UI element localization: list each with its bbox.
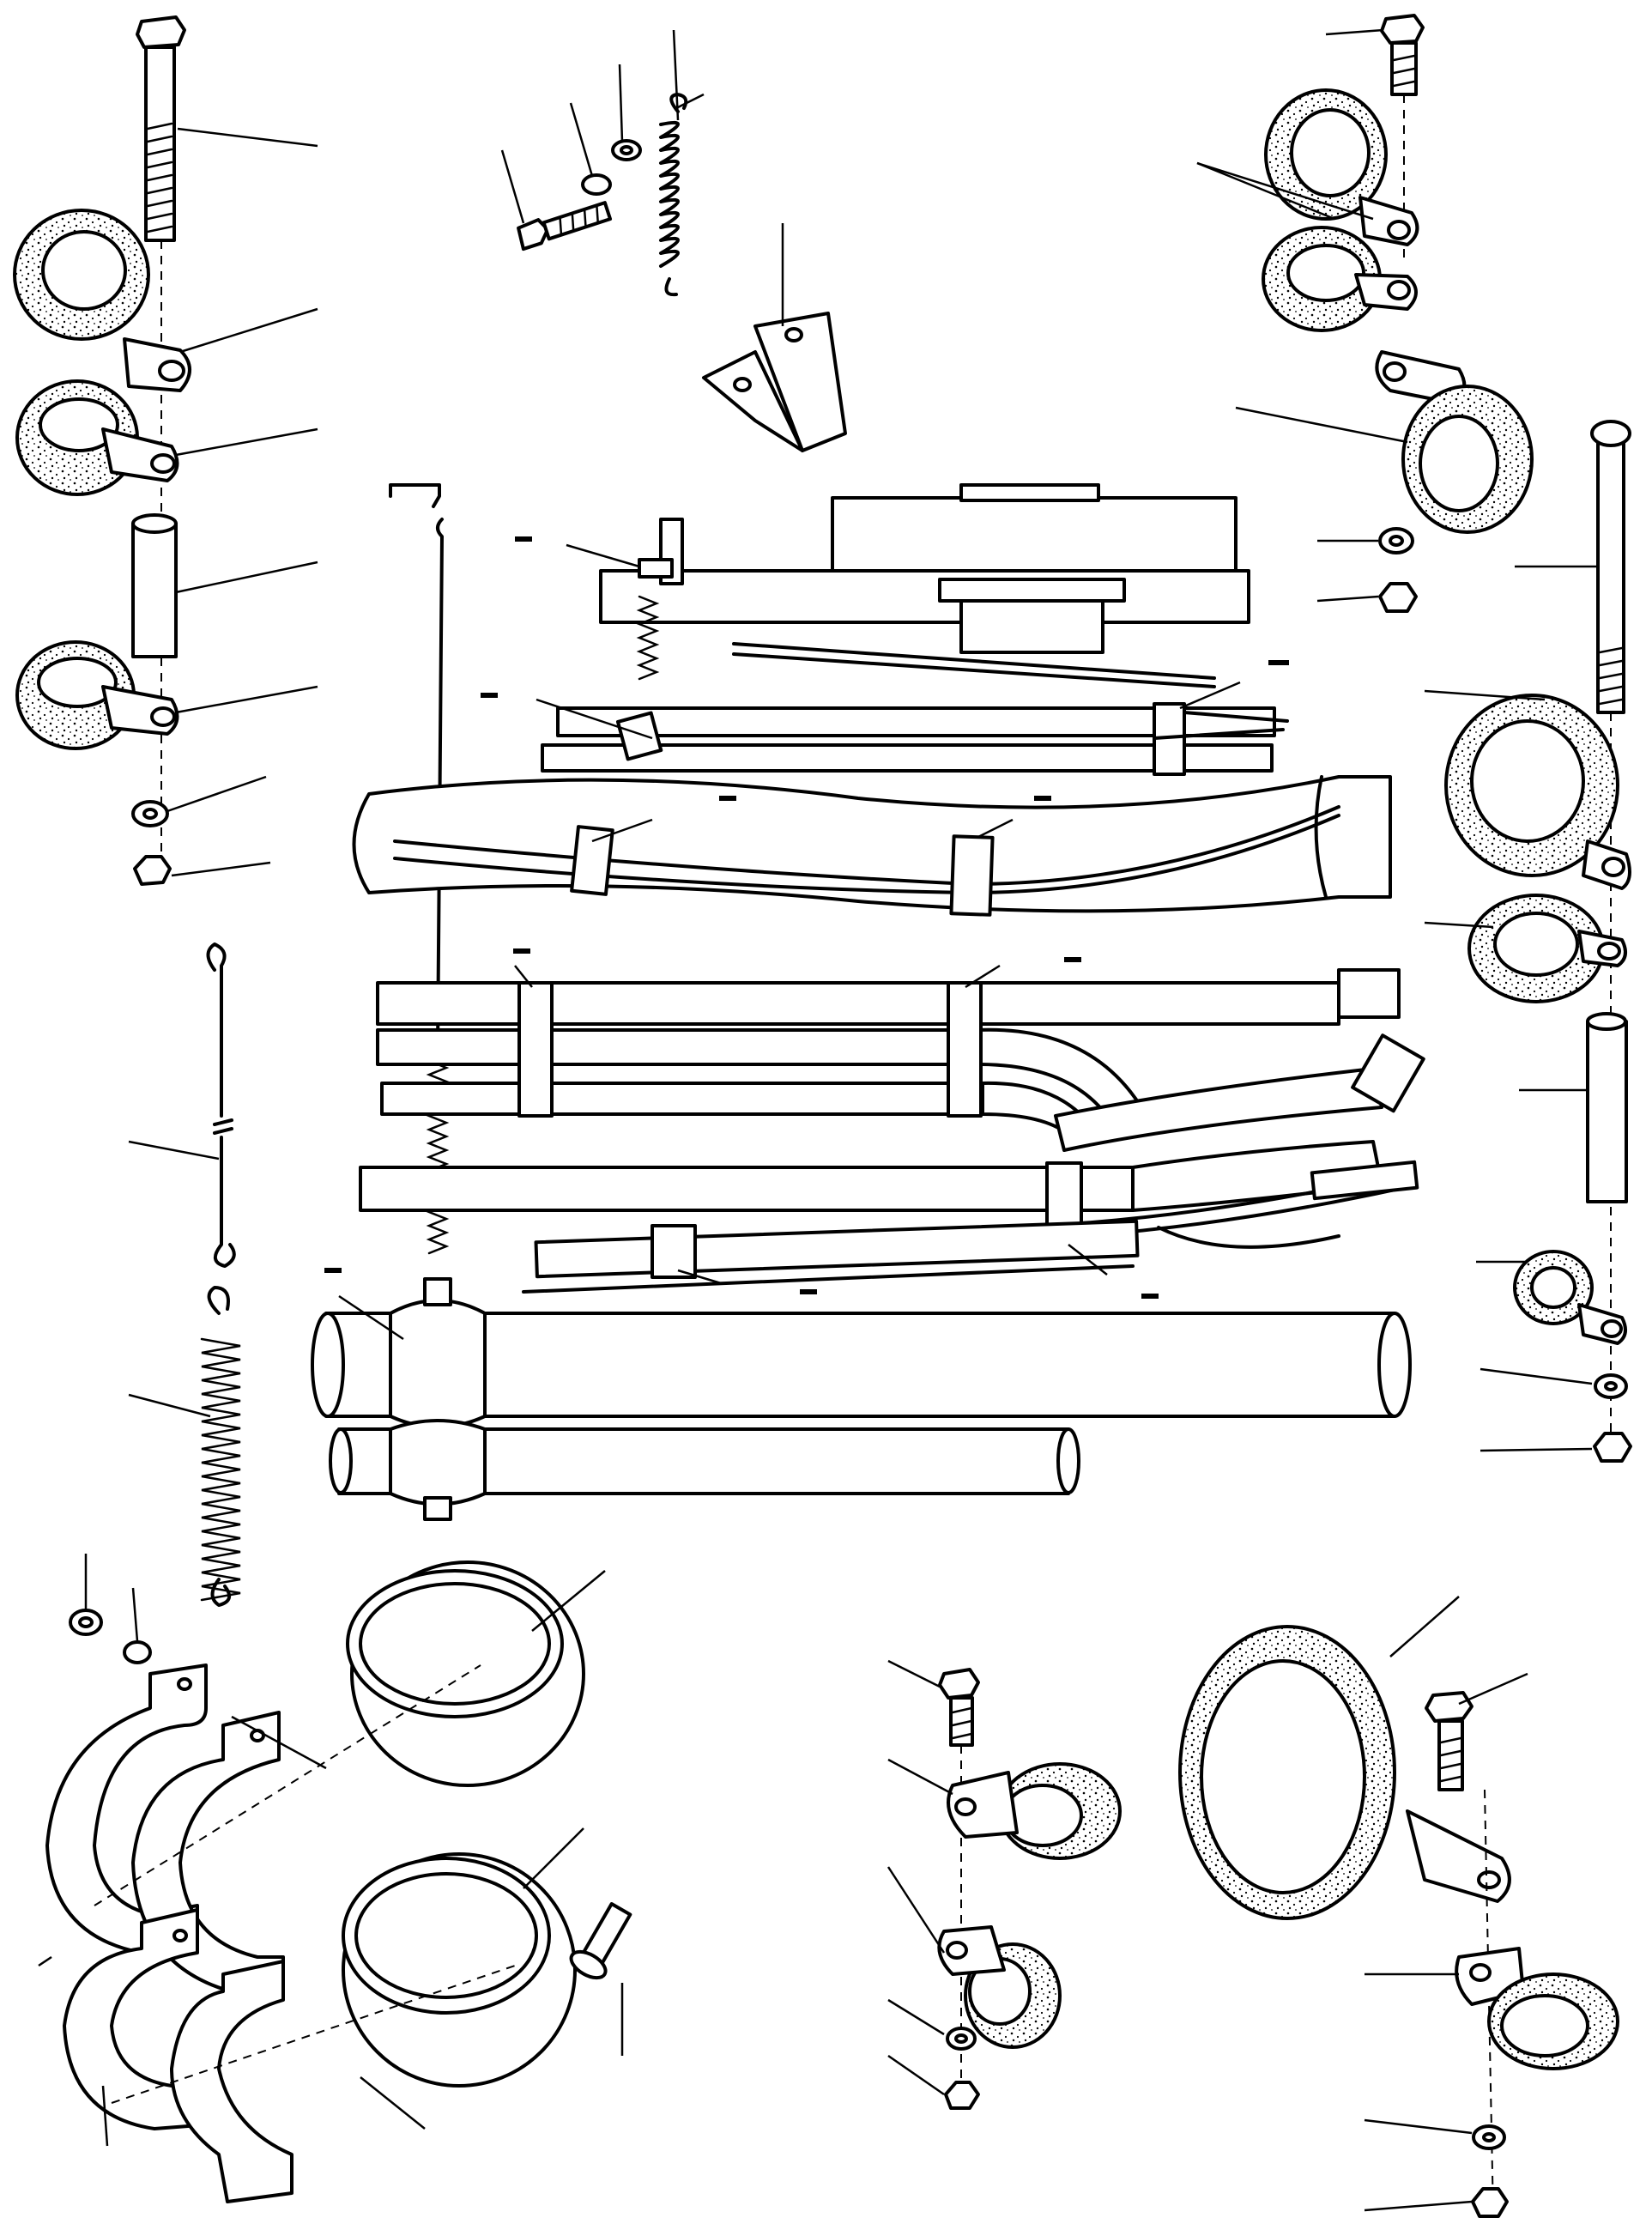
rod-bundle-1 <box>481 536 1289 776</box>
top-right-clamp-assembly <box>1196 14 1534 613</box>
cushioned-clamp-3 <box>15 640 179 750</box>
left-hook-rod-and-spring <box>128 942 241 1607</box>
hose-bundle-2 <box>352 775 1392 917</box>
nut-icon <box>133 855 172 886</box>
pulley-and-shaft <box>566 483 1250 688</box>
long-bolt <box>136 15 186 242</box>
tube-bundle-3 <box>376 948 1425 1152</box>
bottom-middle-clamp-assembly <box>887 1659 1122 2110</box>
angle-bracket <box>702 223 847 452</box>
bolt-washer-spring-set <box>500 29 705 297</box>
bottom-right-clamp-assembly <box>1178 1596 1619 2218</box>
spacer-tube <box>131 513 178 658</box>
bottom-left-strap-brackets <box>38 1554 632 2203</box>
cushioned-clamp-1 <box>13 209 191 392</box>
large-pipes-with-saddle-clamps <box>311 1268 1412 1521</box>
right-middle-clamp-assembly <box>1424 420 1632 1463</box>
top-left-clamp-assembly <box>13 15 318 886</box>
cushioned-clamp-2 <box>15 379 179 496</box>
tube-bundle-4 <box>359 1140 1419 1299</box>
